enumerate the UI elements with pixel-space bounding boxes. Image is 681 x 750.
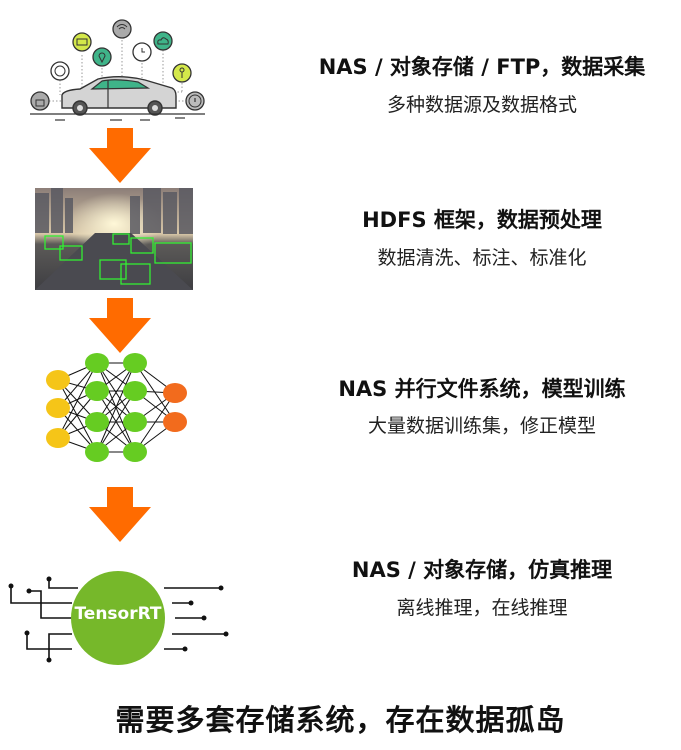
connected-car-illustration — [30, 19, 205, 121]
wifi-icon — [112, 19, 132, 39]
hidden-node — [85, 381, 109, 401]
neural-network-diagram — [46, 353, 187, 462]
nn-connection — [57, 362, 98, 439]
hidden-node — [85, 412, 109, 432]
nn-connection — [96, 362, 136, 423]
hidden-node — [123, 412, 147, 432]
output-node — [163, 383, 187, 403]
car-icon — [61, 76, 177, 116]
nn-connection — [96, 390, 136, 453]
tensorrt-illustration — [8, 571, 229, 665]
traffic-detection-photo — [35, 188, 193, 290]
hidden-node — [123, 381, 147, 401]
hidden-node — [123, 442, 147, 462]
nn-connection — [57, 379, 98, 453]
alert-icon — [185, 91, 205, 111]
cloud-icon — [153, 31, 173, 51]
stage-4-subtitle: 离线推理，在线推理 — [396, 597, 568, 619]
hidden-node — [85, 442, 109, 462]
nn-connection — [96, 362, 136, 453]
tensorrt-label: TensorRT — [74, 604, 162, 624]
hidden-node — [123, 353, 147, 373]
stage-1-subtitle: 多种数据源及数据格式 — [386, 94, 577, 116]
stage-2-title: HDFS 框架，数据预处理 — [362, 208, 602, 232]
input-node — [46, 428, 70, 448]
location-pin-icon — [92, 47, 112, 67]
stage-1-title: NAS / 对象存储 / FTP，数据采集 — [318, 55, 646, 79]
input-node — [46, 398, 70, 418]
speedometer-icon — [50, 61, 70, 81]
clock-icon — [132, 42, 152, 62]
battery-icon — [72, 32, 92, 52]
down-arrow-3 — [89, 487, 151, 542]
hidden-node — [85, 353, 109, 373]
key-icon — [172, 63, 192, 83]
down-arrow-2 — [89, 298, 151, 353]
nn-connection — [134, 392, 176, 453]
stage-2-subtitle: 数据清洗、标注、标准化 — [377, 247, 587, 269]
stage-3-title: NAS 并行文件系统，模型训练 — [338, 377, 626, 401]
tensorrt-circle — [71, 571, 165, 665]
down-arrow-1 — [89, 128, 151, 183]
output-node — [163, 412, 187, 432]
stage-4-title: NAS / 对象存储，仿真推理 — [351, 558, 613, 582]
lock-icon — [30, 91, 50, 111]
stage-3-subtitle: 大量数据训练集，修正模型 — [367, 415, 596, 437]
footer-conclusion: 需要多套存储系统，存在数据孤岛 — [115, 703, 566, 737]
input-node — [46, 370, 70, 390]
